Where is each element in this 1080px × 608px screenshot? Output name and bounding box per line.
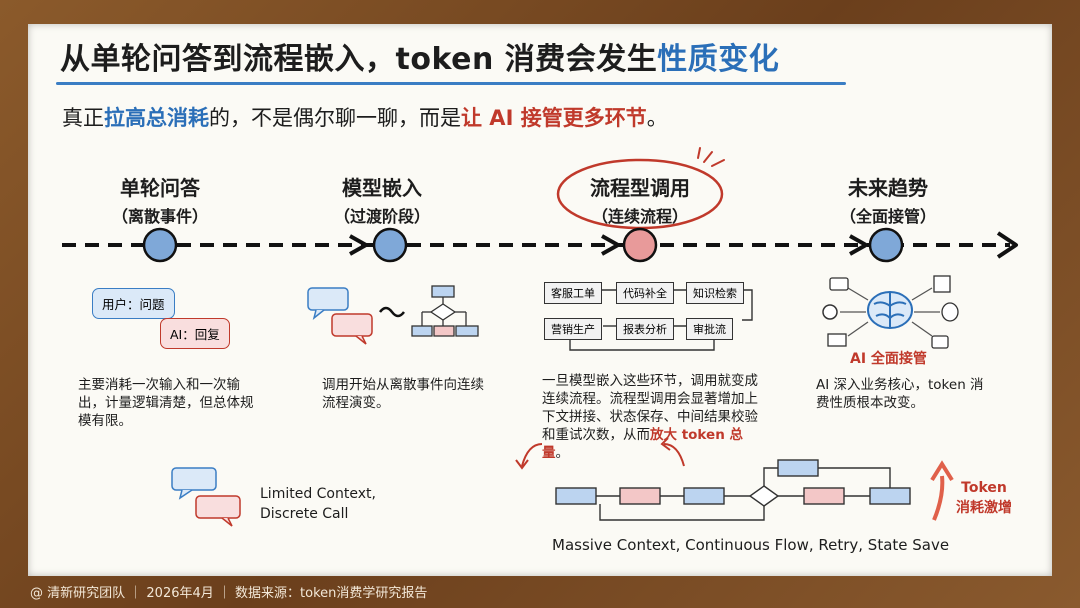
attention-marks-icon xyxy=(697,147,725,167)
gear-icon xyxy=(822,304,838,320)
camera-icon xyxy=(931,335,949,349)
subtitle: 真正拉高总消耗的，不是偶尔聊一聊，而是让 AI 接管更多环节。 xyxy=(62,106,668,130)
stage-1-legend-chat-icon xyxy=(171,467,241,527)
stage-4-note: AI 深入业务核心，token 消费性质根本改变。 xyxy=(816,377,984,411)
stage-1-note: 主要消耗一次输入和一次输出，计量逻辑清楚，但总体规模有限。 xyxy=(78,377,254,429)
stage-4-heading: 未来趋势（全面接管） xyxy=(839,176,936,226)
stage-2-heading: 模型嵌入（过渡阶段） xyxy=(333,176,430,226)
chat-icon xyxy=(829,277,849,291)
user-question-bubble: 用户：问题 xyxy=(92,288,175,319)
workflow-box-customer-service: 客服工单 xyxy=(544,282,602,304)
timeline-node-1 xyxy=(142,227,178,263)
stage-3-heading: 流程型调用（连续流程） xyxy=(590,176,690,226)
page-title: 从单轮问答到流程嵌入，token 消费会发生性质变化 xyxy=(60,42,780,77)
tilde-icon xyxy=(379,306,405,318)
title-underline xyxy=(56,82,846,85)
server-icon xyxy=(933,275,951,293)
ai-reply-bubble: AI：回复 xyxy=(160,318,230,349)
token-surge-arrowhead-icon xyxy=(930,460,954,482)
stage-1-heading: 单轮问答（离散事件） xyxy=(111,176,208,226)
stage-2-note: 调用开始从离散事件向连续流程演变。 xyxy=(322,377,484,411)
workflow-box-approval: 审批流 xyxy=(686,318,733,340)
timeline-arrowhead-icon xyxy=(996,231,1018,259)
ai-takeover-label: AI 全面接管 xyxy=(850,351,927,367)
footer-credits: @ 清新研究团队 ｜ 2026年4月 ｜ 数据来源：token消费学研究报告 xyxy=(30,586,428,601)
stage-2-flowchart-icon xyxy=(411,285,479,337)
bottom-caption: Massive Context, Continuous Flow, Retry,… xyxy=(552,536,950,554)
timeline-arrow-2-icon xyxy=(601,234,623,256)
curved-arrow-left-icon xyxy=(521,443,543,467)
monitor-icon xyxy=(827,333,847,347)
ai-connections xyxy=(840,287,940,337)
bottom-workflow xyxy=(555,459,911,521)
stage-2-chat-icon xyxy=(307,287,373,345)
token-surge-arrow-icon xyxy=(932,475,945,521)
workflow-box-marketing: 营销生产 xyxy=(544,318,602,340)
stage-3-highlight-ring xyxy=(556,158,724,230)
curved-arrow-right-head-icon xyxy=(660,437,671,451)
workflow-box-report-analysis: 报表分析 xyxy=(616,318,674,340)
brain-icon xyxy=(867,291,913,329)
timeline-node-2 xyxy=(372,227,408,263)
stage-3-note: 一旦模型嵌入这些环节，调用就变成连续流程。流程型调用会显著增加上下文拼接、状态保… xyxy=(542,373,758,461)
workflow-box-knowledge-retrieval: 知识检索 xyxy=(686,282,744,304)
database-icon xyxy=(941,302,959,322)
timeline-node-4 xyxy=(868,227,904,263)
curved-arrow-right-icon xyxy=(663,443,685,467)
timeline-arrow-1-icon xyxy=(349,234,371,256)
timeline-arrow-3-icon xyxy=(849,234,871,256)
curved-arrow-left-head-icon xyxy=(515,459,529,470)
stage-1-legend: Limited Context,Discrete Call xyxy=(260,486,376,522)
workflow-box-code-completion: 代码补全 xyxy=(616,282,674,304)
timeline-node-3 xyxy=(622,227,658,263)
